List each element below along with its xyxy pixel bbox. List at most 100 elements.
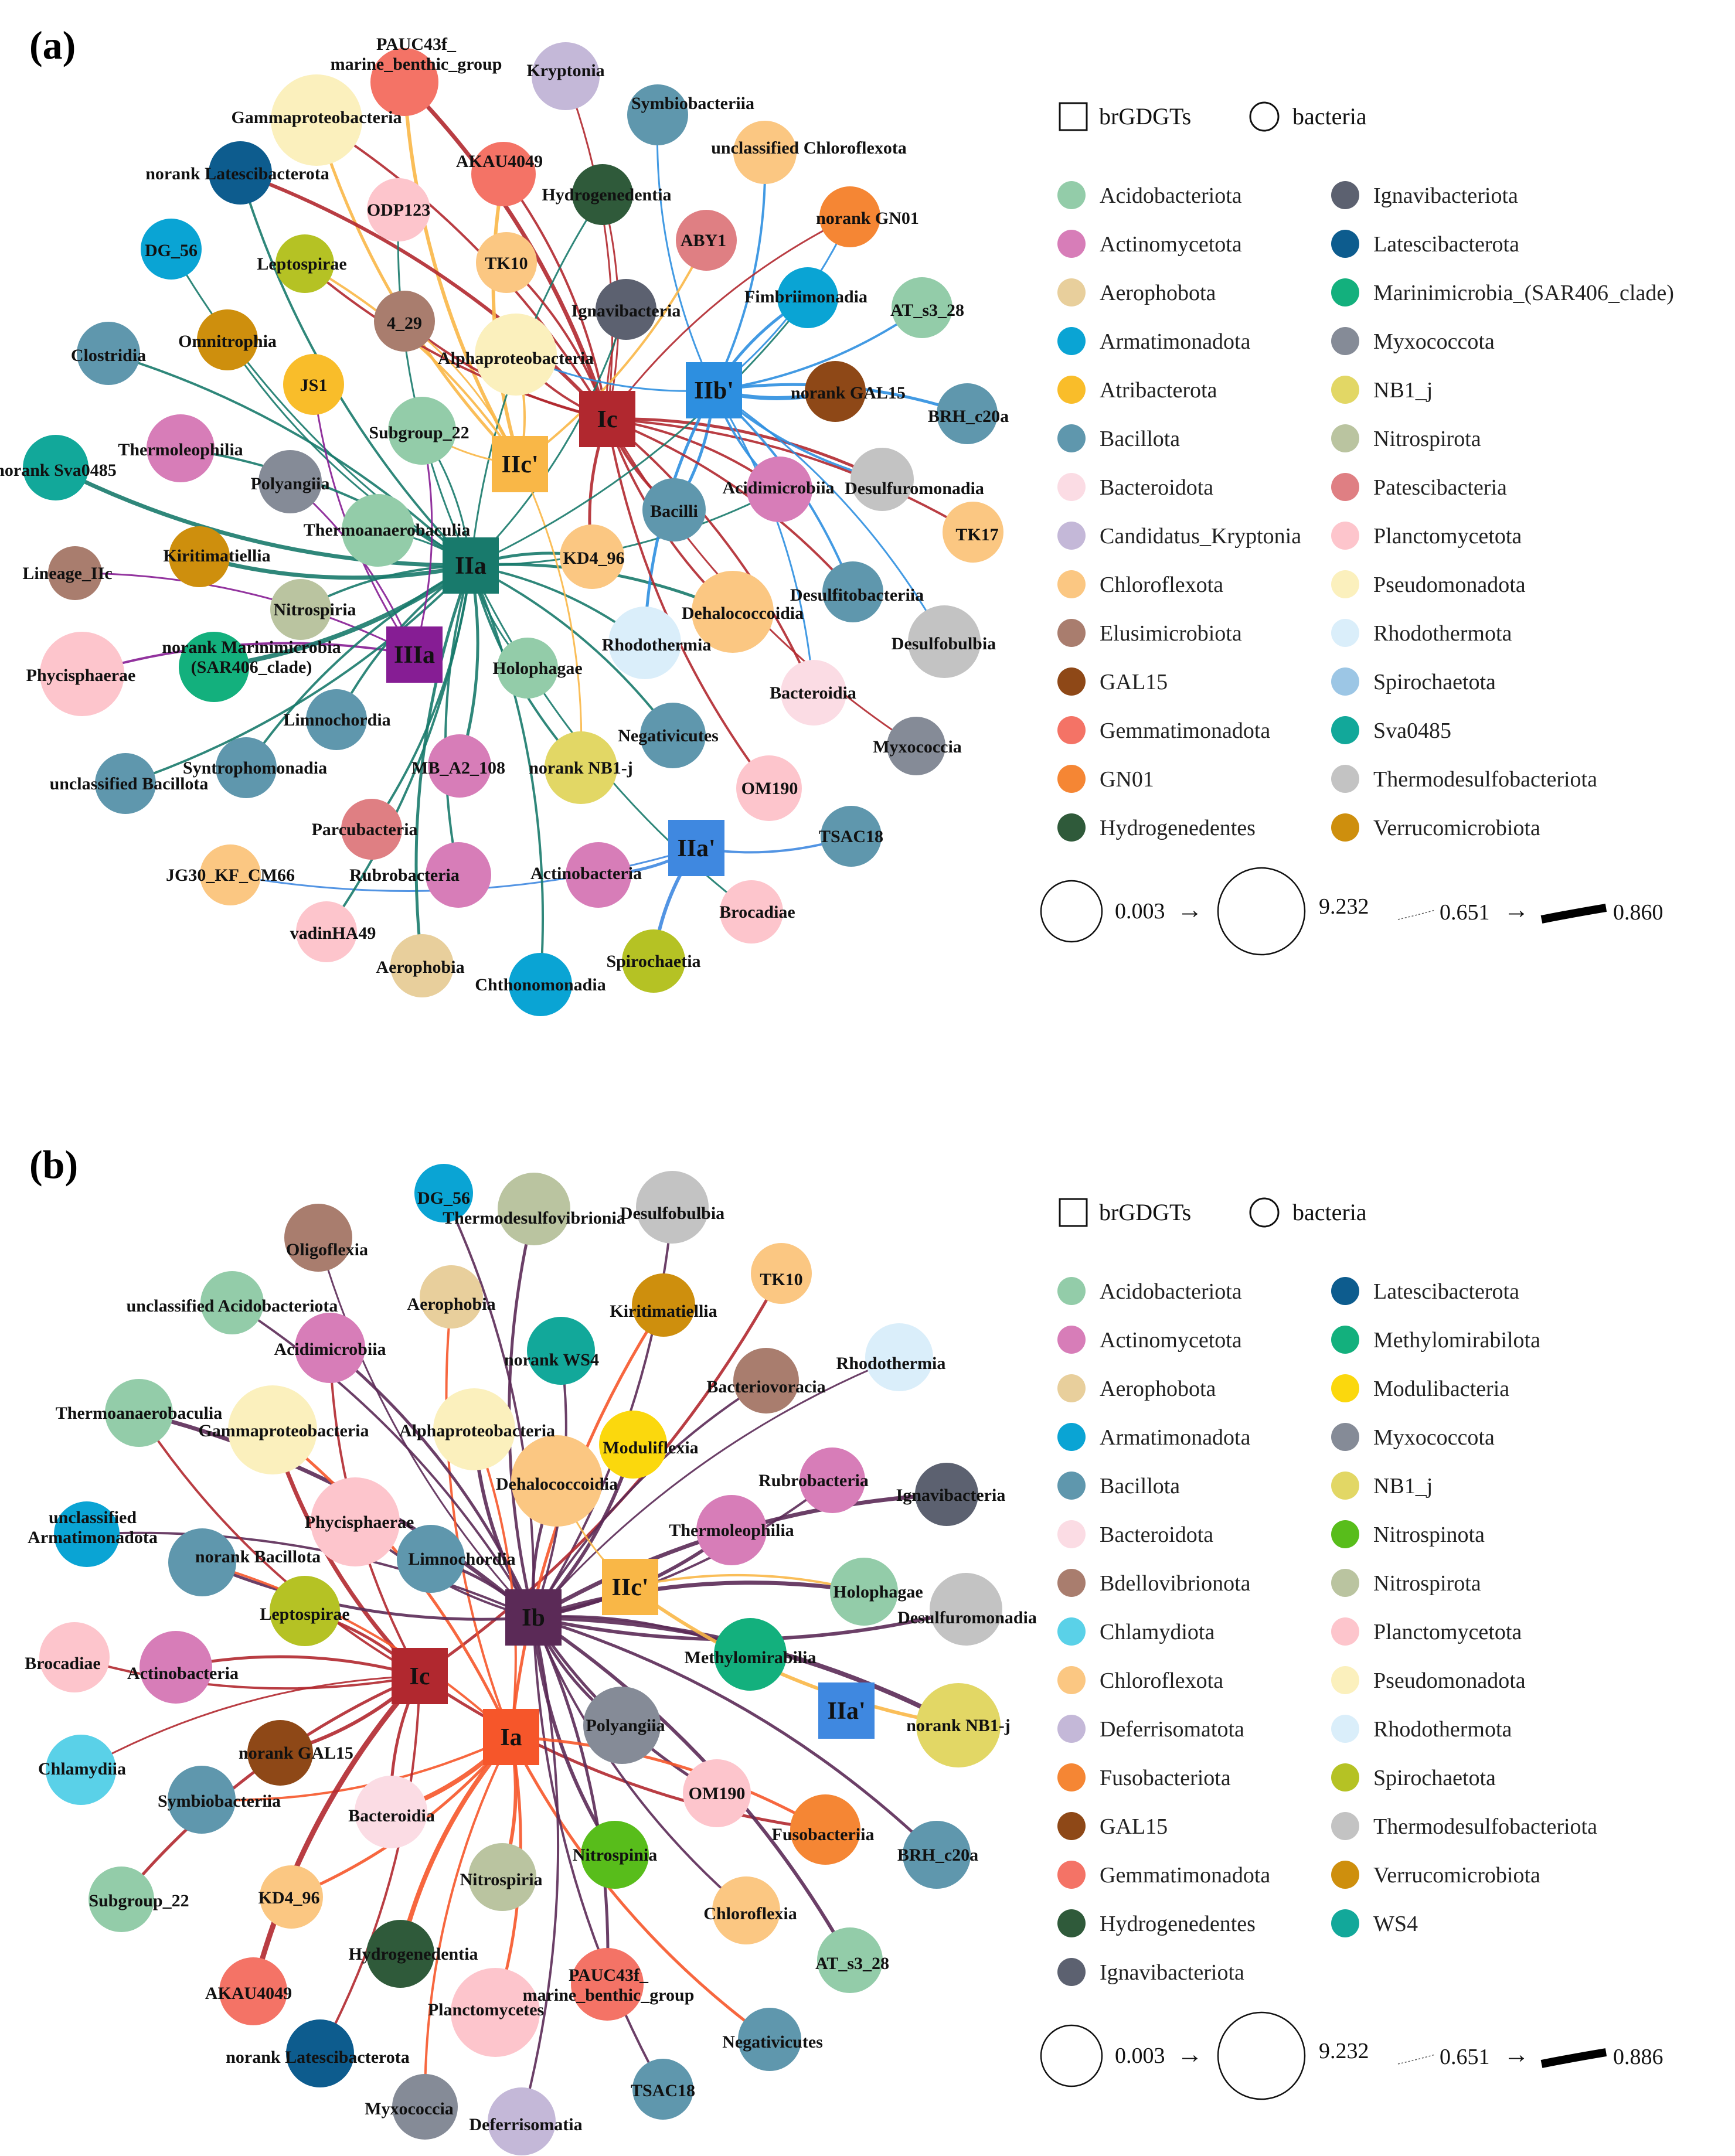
node-label-om190: OM190 (689, 1784, 746, 1803)
node-phycisphaerae (311, 1477, 400, 1566)
network-edge (656, 114, 715, 391)
node-label-odp123: ODP123 (367, 200, 430, 220)
node-label-thermodesulfovibrionia: Thermodesulfovibrionia (443, 1208, 625, 1228)
legend-phylum-bacteroidota: Bacteroidota (1100, 1523, 1213, 1547)
node-label-leptospirae: Leptospirae (257, 254, 346, 274)
node-bacteriovoracia (733, 1348, 799, 1414)
node-label-thermoanaerobaculia: Thermoanaerobaculia (56, 1404, 222, 1423)
node-om190 (736, 755, 802, 821)
node-label-tsac18: TSAC18 (631, 2081, 695, 2100)
network-edge (414, 565, 472, 966)
legend-phylum-pseudomonadota: Pseudomonadota (1373, 573, 1526, 597)
legend-swatch-gemmatimonadota (1057, 716, 1086, 744)
node-norank-gn01 (819, 186, 880, 247)
network-edge (511, 1735, 826, 1831)
node-norank-marinimicrobia-sar406-clade (179, 632, 249, 702)
node-label-nitrospiria: Nitrospiria (460, 1870, 542, 1889)
legend-phylum-ignavibacteriota: Ignavibacteriota (1373, 183, 1518, 208)
hub-label-ic: Ic (597, 406, 618, 433)
legend-swatch-actinomycetota (1057, 1326, 1086, 1354)
legend-phylum-actinomycetota: Actinomycetota (1100, 1328, 1242, 1353)
legend-swatch-methylomirabilota (1331, 1326, 1359, 1354)
node-label-acidimicrobiia: Acidimicrobiia (722, 478, 834, 498)
node-label-dg-56: DG_56 (145, 241, 198, 260)
node-aerophobia (390, 934, 454, 997)
legend-swatch-chloroflexota (1057, 1666, 1086, 1694)
legend-phylum-latescibacterota: Latescibacterota (1373, 1279, 1519, 1304)
node-omnitrophia (197, 309, 258, 370)
node-label-akau4049: AKAU4049 (456, 152, 543, 171)
network-edge (713, 306, 923, 391)
legend-swatch-spirochaetota (1331, 667, 1359, 696)
legend-swatch-planctomycetota (1331, 1617, 1359, 1646)
network-edge (607, 418, 974, 533)
legend-swatch-atribacterota (1057, 376, 1086, 404)
legend-swatch-bdellovibrionota (1057, 1569, 1086, 1597)
network-edge (606, 418, 770, 789)
network-edge (317, 1237, 535, 1619)
node-label-hydrogenedentia: Hydrogenedentia (542, 185, 671, 205)
network-edge (606, 418, 815, 693)
node-lineage-iic (48, 546, 102, 600)
node-label-jg30-kf-cm66: JG30_KF_CM66 (166, 866, 295, 885)
node-label-alphaproteobacteria: Alphaproteobacteria (438, 349, 594, 368)
node-dg-56 (141, 219, 202, 280)
legend-phylum-verrucomicrobiota: Verrucomicrobiota (1373, 1863, 1540, 1888)
node-label-thermoanaerobaculia: Thermoanaerobaculia (304, 520, 470, 540)
network-edge (231, 1302, 535, 1619)
legend-phylum-hydrogenedentes: Hydrogenedentes (1100, 816, 1256, 840)
node-label-acidimicrobiia: Acidimicrobiia (274, 1340, 386, 1359)
network-edge (532, 1380, 767, 1619)
node-label-chlamydiia: Chlamydiia (38, 1759, 126, 1779)
node-label-desulfobulbia: Desulfobulbia (620, 1204, 724, 1223)
node-label-fusobacteriia: Fusobacteriia (772, 1825, 875, 1844)
node-label-unclassified-chloroflexota: unclassified Chloroflexota (711, 138, 907, 158)
node-chloroflexia (712, 1876, 780, 1944)
network-edge (419, 1674, 826, 1831)
node-label-aerophobia: Aerophobia (376, 958, 464, 977)
legend-phylum-bacillota: Bacillota (1100, 1474, 1180, 1498)
node-label-planctomycetes: Planctomycetes (428, 2000, 544, 2019)
legend-phylum-bacillota: Bacillota (1100, 427, 1180, 451)
legend-phylum-bdellovibrionota: Bdellovibrionota (1100, 1571, 1251, 1596)
legend-swatch-nb1-j (1331, 1472, 1359, 1500)
node-negativicutes (640, 703, 706, 768)
legend-phylum-latescibacterota: Latescibacterota (1373, 232, 1519, 257)
node-label-norank-gn01: norank GN01 (816, 209, 919, 228)
node-label-myxococcia: Myxococcia (873, 737, 962, 757)
node-label-rubrobacteria: Rubrobacteria (349, 866, 460, 885)
hub-label-iic: IIc' (502, 451, 539, 478)
legend-size-min-icon (1040, 2024, 1103, 2087)
node-label-desulfuromonadia: Desulfuromonadia (897, 1608, 1037, 1627)
hub-ib (505, 1589, 562, 1646)
legend-swatch-verrucomicrobiota (1331, 813, 1359, 842)
network-edge (470, 564, 674, 737)
legend-square-icon (1059, 1198, 1088, 1227)
legend-phylum-actinomycetota: Actinomycetota (1100, 232, 1242, 257)
network-edge (533, 1616, 938, 1856)
node-label-js1: JS1 (300, 376, 328, 395)
network-edge (403, 81, 522, 465)
legend-width-min: 0.651 (1440, 900, 1490, 925)
node-label-subgroup-22: Subgroup_22 (89, 1891, 189, 1910)
legend-swatch-marinimicrobia-sar406-clade (1331, 278, 1359, 306)
node-norank-nb1-j (545, 731, 617, 804)
node-desulfuromonadia (851, 448, 914, 511)
node-label-oligoflexia: Oligoflexia (286, 1240, 368, 1259)
node-label-norank-nb1-j: norank NB1-j (529, 758, 633, 778)
node-label-norank-nb1-j: norank NB1-j (906, 1716, 1011, 1735)
node-label-fimbriimonadia: Fimbriimonadia (744, 287, 868, 306)
network-edge (520, 1617, 560, 2122)
hub-ic (579, 391, 635, 447)
legend-square-icon (1059, 102, 1088, 131)
node-label-unclassified-acidobacteriota: unclassified Acidobacteriota (127, 1296, 338, 1316)
legend-swatch-bacillota (1057, 1472, 1086, 1500)
hub-iic (492, 436, 548, 492)
hub-ic (392, 1648, 448, 1704)
node-label-norank-marinimicrobia-sar406-clade: norank Marinimicrobia(SAR406_clade) (162, 638, 341, 677)
legend-phylum-gal15: GAL15 (1100, 670, 1168, 694)
node-norank-nb1-j (916, 1683, 1001, 1767)
panel-b: (b) DG_56ThermodesulfovibrioniaDesulfobu… (25, 1142, 1663, 2155)
